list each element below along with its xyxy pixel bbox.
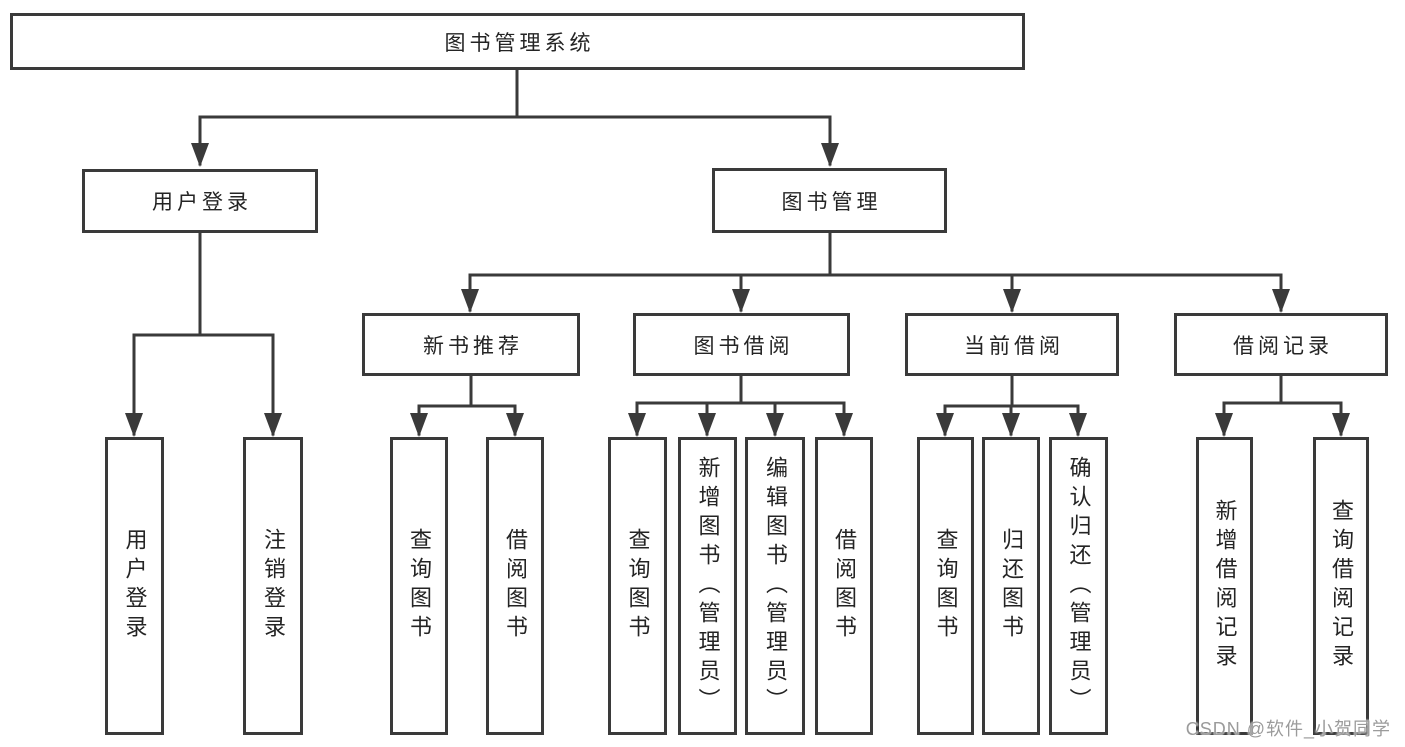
leaf-br-add-record: 新增借阅记录 [1196, 437, 1253, 735]
node-user-login: 用户登录 [82, 169, 318, 233]
leaf-logout: 注销登录 [243, 437, 303, 735]
node-new-book-recommend: 新书推荐 [362, 313, 580, 376]
leaf-bb-edit-book-admin: 编辑图书（管理员） [745, 437, 805, 735]
leaf-bb-query-books: 查询图书 [608, 437, 667, 735]
leaf-nbr-borrow-books: 借阅图书 [486, 437, 544, 735]
leaf-cb-return-books: 归还图书 [982, 437, 1040, 735]
node-book-management: 图书管理 [712, 168, 947, 233]
leaf-bb-add-book-admin: 新增图书（管理员） [678, 437, 737, 735]
node-library-system: 图书管理系统 [10, 13, 1025, 70]
leaf-nbr-query-books: 查询图书 [390, 437, 448, 735]
leaf-bb-borrow-books: 借阅图书 [815, 437, 873, 735]
node-current-borrow: 当前借阅 [905, 313, 1119, 376]
leaf-cb-confirm-return-admin: 确认归还（管理员） [1049, 437, 1108, 735]
node-borrow-records: 借阅记录 [1174, 313, 1388, 376]
csdn-watermark: CSDN @软件_小贺同学 [1185, 719, 1391, 739]
leaf-br-query-record: 查询借阅记录 [1313, 437, 1369, 735]
leaf-cb-query-books: 查询图书 [917, 437, 974, 735]
leaf-user-login: 用户登录 [105, 437, 164, 735]
node-book-borrow: 图书借阅 [633, 313, 850, 376]
